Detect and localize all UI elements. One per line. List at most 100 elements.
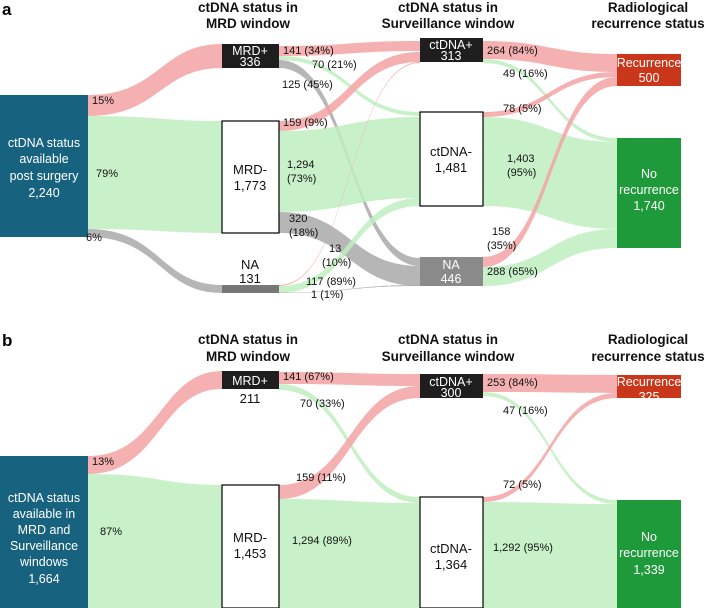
source-b-line3: MRD and — [18, 523, 71, 537]
flow-label-b-src-neg: 87% — [100, 526, 122, 538]
norec-a-line3: 1,740 — [633, 199, 664, 213]
flow-mrdna-survna — [279, 285, 420, 293]
header-b-surv-line2: Surveillance window — [382, 349, 515, 364]
flow-label-a-na-pos-1: 13 — [329, 243, 341, 255]
panel-b-flows — [88, 371, 617, 608]
flow-mrdpos-survneg — [279, 56, 420, 116]
flow-label-b-neg-neg: 1,294 (89%) — [292, 535, 352, 547]
flow-label-a-s-neg-norec-1: 1,403 — [507, 153, 535, 165]
panel-b-headers: ctDNA status in MRD window ctDNA status … — [198, 332, 705, 364]
node-b-mrd-pos — [222, 371, 279, 389]
header-a-mrd-line1: ctDNA status in — [198, 0, 298, 15]
header-b-radio-line1: Radiological — [608, 332, 688, 347]
flow-survna-norec — [483, 229, 617, 286]
header-a-surv-line1: ctDNA status in — [398, 0, 498, 15]
panel-a: a ctDNA status in MRD window ctDNA statu… — [0, 0, 705, 301]
mrd-neg-b-count: 1,453 — [234, 546, 267, 561]
node-a-norec — [617, 138, 681, 248]
source-b-line6: 1,664 — [28, 572, 59, 586]
source-a-line1: ctDNA status — [8, 136, 80, 150]
rec-a-count: 500 — [639, 71, 660, 85]
panel-a-letter: a — [2, 0, 12, 19]
panel-a-nodes — [0, 38, 681, 293]
surv-neg-a-count: 1,481 — [435, 160, 468, 175]
flow-label-a-s-neg-norec-2: (95%) — [507, 167, 536, 179]
flow-label-a-s-pos-rec: 264 (84%) — [487, 45, 538, 57]
rec-b-label: Recurrence — [617, 375, 682, 389]
mrd-pos-a-label: MRD+ — [232, 44, 268, 58]
header-b-radio-line2: recurrence status — [591, 349, 704, 364]
mrd-neg-b-label: MRD- — [233, 530, 267, 545]
flow-label-a-neg-neg-2: (73%) — [287, 173, 316, 185]
flow-label-a-s-na-rec-2: (35%) — [487, 240, 516, 252]
node-a-mrd-na — [222, 285, 279, 293]
flow-label-a-pos-neg: 70 (21%) — [312, 59, 357, 71]
node-b-surv-pos — [420, 374, 483, 398]
header-a-surv-line2: Surveillance window — [382, 16, 515, 31]
flow-b-src-mrd-pos — [88, 371, 222, 474]
flow-label-a-na-pos-2: (10%) — [322, 257, 351, 269]
mrd-na-a-label: NA — [241, 257, 259, 272]
flow-label-a-s-na-norec: 288 (65%) — [487, 266, 538, 278]
panel-a-node-labels: ctDNA status available post surgery 2,24… — [8, 38, 681, 286]
panel-b-nodes — [0, 371, 681, 608]
flow-mrdneg-survneg — [279, 117, 420, 212]
surv-pos-a-count: 313 — [441, 49, 462, 63]
source-b-line4: Surveillance — [10, 539, 78, 553]
flow-label-a-src-pos: 15% — [92, 95, 114, 107]
panel-b-flow-labels: 13% 87% 141 (67%) 70 (33%) 159 (11%) 1,2… — [92, 371, 553, 554]
header-a-mrd-line2: MRD window — [206, 16, 290, 31]
flow-b-src-mrd-neg — [88, 474, 222, 608]
flow-label-b-s-neg-norec: 1,292 (95%) — [493, 542, 553, 554]
flow-label-b-pos-pos: 141 (67%) — [283, 371, 334, 383]
flow-label-b-s-pos-norec: 47 (16%) — [503, 405, 548, 417]
node-a-rec — [617, 54, 681, 86]
surv-na-a-count: 446 — [441, 272, 462, 286]
flow-label-a-pos-pos: 141 (34%) — [283, 45, 334, 57]
node-b-mrd-neg — [221, 484, 280, 608]
flow-label-b-src-pos: 13% — [92, 456, 114, 468]
norec-a-line1: No — [641, 167, 657, 181]
surv-pos-a-label: ctDNA+ — [429, 38, 472, 52]
flow-b-mrdneg-survpos — [279, 386, 420, 499]
flow-mrdna-survneg — [279, 198, 420, 293]
node-a-surv-neg — [419, 111, 484, 207]
surv-neg-b-count: 1,364 — [435, 557, 468, 572]
flow-b-survpos-rec — [483, 374, 617, 393]
source-a-line3: post surgery — [10, 169, 80, 183]
node-b-rec — [617, 375, 681, 398]
flow-b-mrdpos-survpos — [279, 372, 420, 386]
mrd-neg-a-label: MRD- — [233, 162, 267, 177]
flow-label-a-neg-neg-1: 1,294 — [287, 159, 315, 171]
header-b-mrd-line2: MRD window — [206, 349, 290, 364]
flow-survpos-norec — [483, 59, 617, 142]
flow-label-a-src-neg: 79% — [96, 168, 118, 180]
flow-survneg-rec — [483, 72, 617, 117]
flow-label-b-pos-neg: 70 (33%) — [300, 398, 345, 410]
flow-label-b-s-neg-rec: 72 (5%) — [503, 479, 542, 491]
flow-mrdpos-survpos — [279, 41, 420, 56]
flow-label-a-src-na: 6% — [86, 232, 102, 244]
header-b-surv-line1: ctDNA status in — [398, 332, 498, 347]
header-b-mrd-line1: ctDNA status in — [198, 332, 298, 347]
node-a-mrd-neg — [221, 120, 280, 234]
source-b-line1: ctDNA status — [8, 491, 80, 505]
flow-survna-rec — [483, 77, 617, 267]
node-a-mrd-pos — [222, 44, 279, 68]
flow-label-b-s-pos-rec: 253 (84%) — [487, 377, 538, 389]
node-b-source — [0, 456, 88, 608]
flow-label-b-neg-pos: 159 (11%) — [296, 472, 346, 484]
rec-a-label: Recurrence — [617, 56, 682, 70]
flow-label-a-s-na-rec-1: 158 — [492, 226, 510, 238]
panel-a-headers: ctDNA status in MRD window ctDNA status … — [198, 0, 705, 31]
node-a-source — [0, 95, 88, 237]
source-a-line2: available — [19, 152, 68, 166]
panel-b-node-labels: ctDNA status available in MRD and Survei… — [8, 374, 681, 586]
norec-b-line2: recurrence — [619, 546, 679, 560]
node-b-surv-neg — [419, 496, 484, 608]
surv-pos-b-label: ctDNA+ — [429, 375, 472, 389]
flow-src-mrd-neg — [88, 116, 222, 233]
source-a-line4: 2,240 — [28, 186, 59, 200]
node-b-norec — [617, 500, 681, 608]
